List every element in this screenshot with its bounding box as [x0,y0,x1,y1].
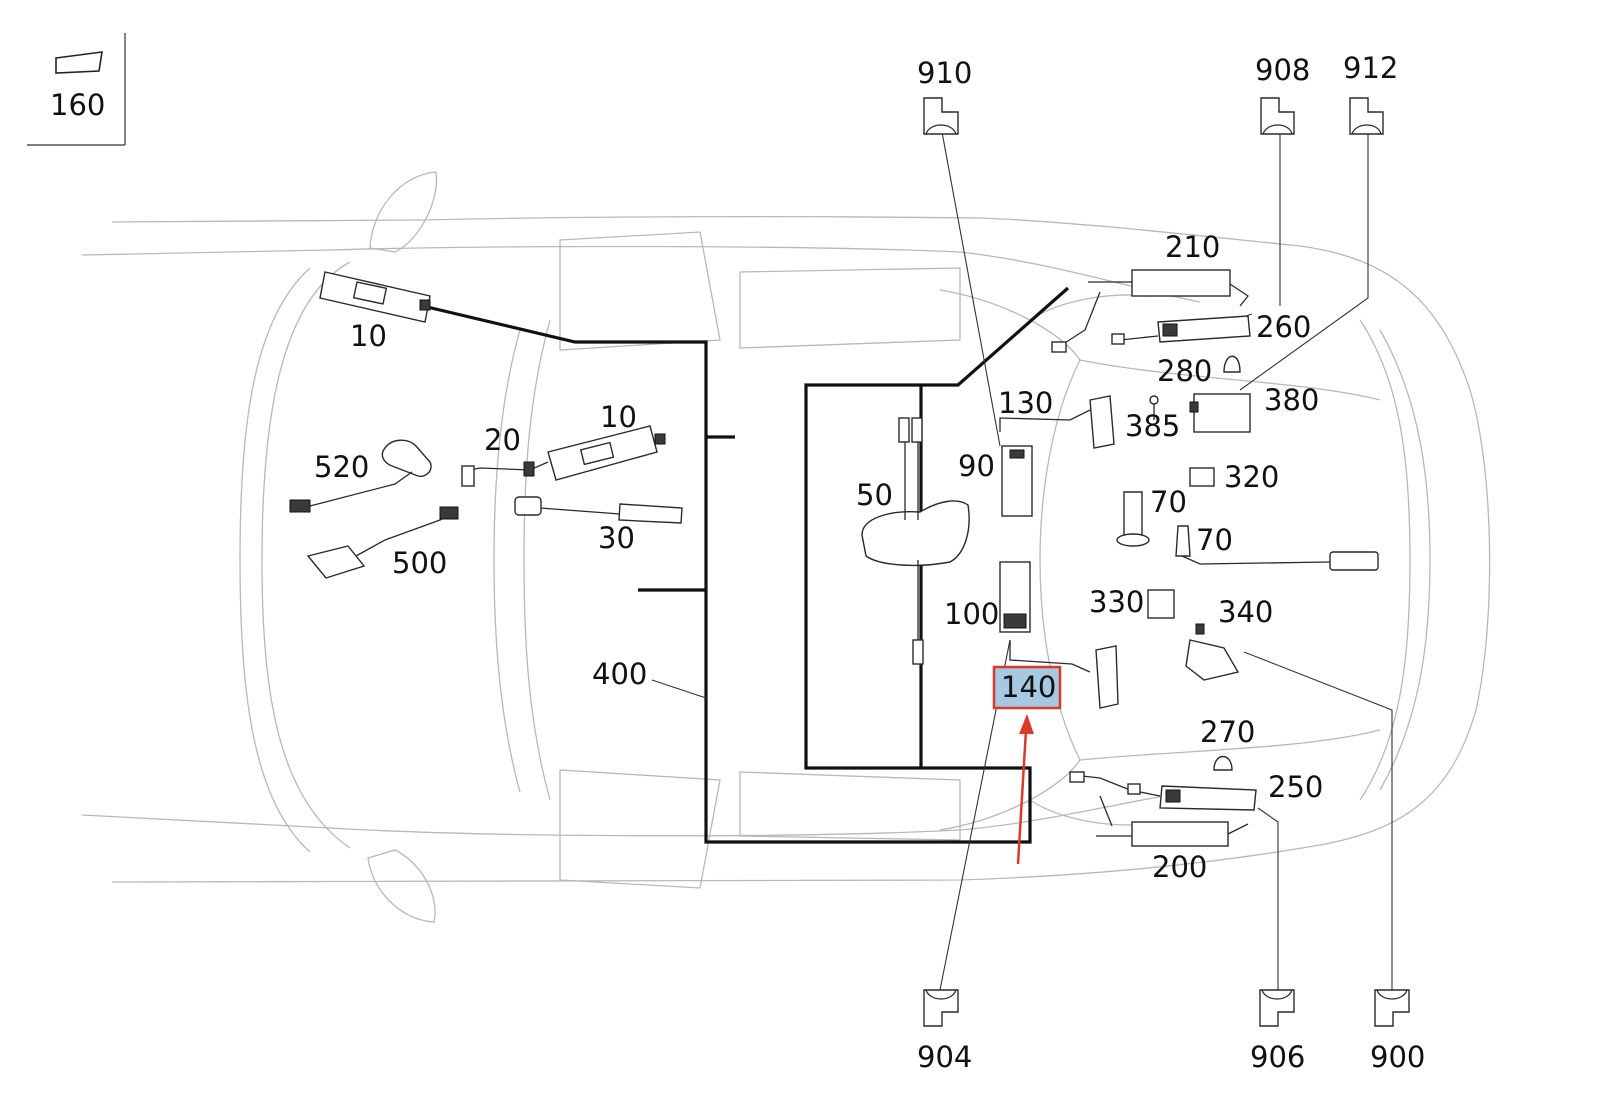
inset-label: 160 [50,88,105,122]
label-100: 100 [944,597,999,631]
label-280: 280 [1157,354,1212,388]
ground-point-912[interactable]: 912 [1343,51,1398,135]
label-210: 210 [1165,230,1220,264]
leader-lines [651,131,1393,991]
label-320: 320 [1224,460,1279,494]
part-50-seat-harness[interactable]: 50 [856,417,970,665]
part-330-relay[interactable]: 330 [1089,585,1175,619]
part-500-antenna[interactable]: 500 [306,506,459,580]
label-50: 50 [856,478,893,512]
ground-point-910[interactable]: 910 [917,56,972,135]
inset-part-icon [55,51,103,74]
highlight-box [992,665,1062,710]
part-400-main-harness-label[interactable]: 400 [592,657,647,691]
label-70-a: 70 [1150,485,1187,519]
part-20-connector-cable[interactable]: 20 [461,423,549,487]
part-200-amplifier[interactable]: 200 [1096,795,1249,884]
part-380-control-unit[interactable]: 380 [1189,383,1319,433]
ground-point-900[interactable]: 900 [1370,989,1425,1074]
highlight-arrow-head [1019,714,1034,734]
label-500: 500 [392,546,447,580]
label-70-b: 70 [1196,523,1233,557]
label-10-rear: 10 [350,319,387,353]
part-340-control-unit[interactable]: 340 [1185,595,1273,681]
car-outline [81,171,1491,923]
label-380: 380 [1264,383,1319,417]
label-260: 260 [1256,310,1311,344]
part-140-connector[interactable] [1009,640,1119,709]
part-30-antenna-strip[interactable]: 30 [514,496,683,555]
part-520-antenna[interactable]: 520 [289,439,432,513]
label-130: 130 [998,386,1053,420]
ground-point-908[interactable]: 908 [1255,53,1310,135]
part-70-sensor-lower[interactable]: 70 [1175,523,1379,571]
label-910: 910 [917,56,972,90]
label-908: 908 [1255,53,1310,87]
part-70-sensor-upper[interactable]: 70 [1116,485,1187,547]
label-904: 904 [917,1040,972,1074]
label-250: 250 [1268,770,1323,804]
label-270: 270 [1200,715,1255,749]
part-10-antenna-module[interactable]: 10 [547,400,666,481]
label-20: 20 [484,423,521,457]
part-250-module[interactable]: 250 [1069,770,1323,811]
part-320-relay[interactable]: 320 [1189,460,1279,494]
part-260-module[interactable]: 260 [1111,310,1311,345]
label-520: 520 [314,450,369,484]
label-385: 385 [1125,409,1180,443]
label-90: 90 [958,449,995,483]
label-30: 30 [598,521,635,555]
label-906: 906 [1250,1040,1305,1074]
highlight-part-140[interactable]: 140 [992,665,1062,865]
label-140: 140 [1001,670,1056,704]
ground-point-906[interactable]: 906 [1250,989,1305,1074]
part-90-control-unit[interactable]: 90 [958,445,1033,517]
part-210-amplifier[interactable]: 210 [1051,230,1249,353]
part-385-screw[interactable]: 385 [1125,395,1180,443]
part-100-control-unit[interactable]: 100 [944,561,1031,633]
main-wiring-harness[interactable] [422,286,1070,844]
part-10-rear-antenna[interactable]: 10 [319,271,431,353]
inset-reference[interactable]: 160 [27,33,126,146]
label-200: 200 [1152,850,1207,884]
label-340: 340 [1218,595,1273,629]
label-10-mid: 10 [600,400,637,434]
highlight-arrow [1016,729,1028,865]
label-900: 900 [1370,1040,1425,1074]
label-912: 912 [1343,51,1398,85]
part-130-connector[interactable]: 130 [998,386,1115,449]
label-400: 400 [592,657,647,691]
part-270-clip[interactable]: 270 [1200,715,1255,771]
part-280-clip[interactable]: 280 [1157,354,1241,388]
ground-point-904[interactable]: 904 [917,989,972,1074]
label-330: 330 [1089,585,1144,619]
